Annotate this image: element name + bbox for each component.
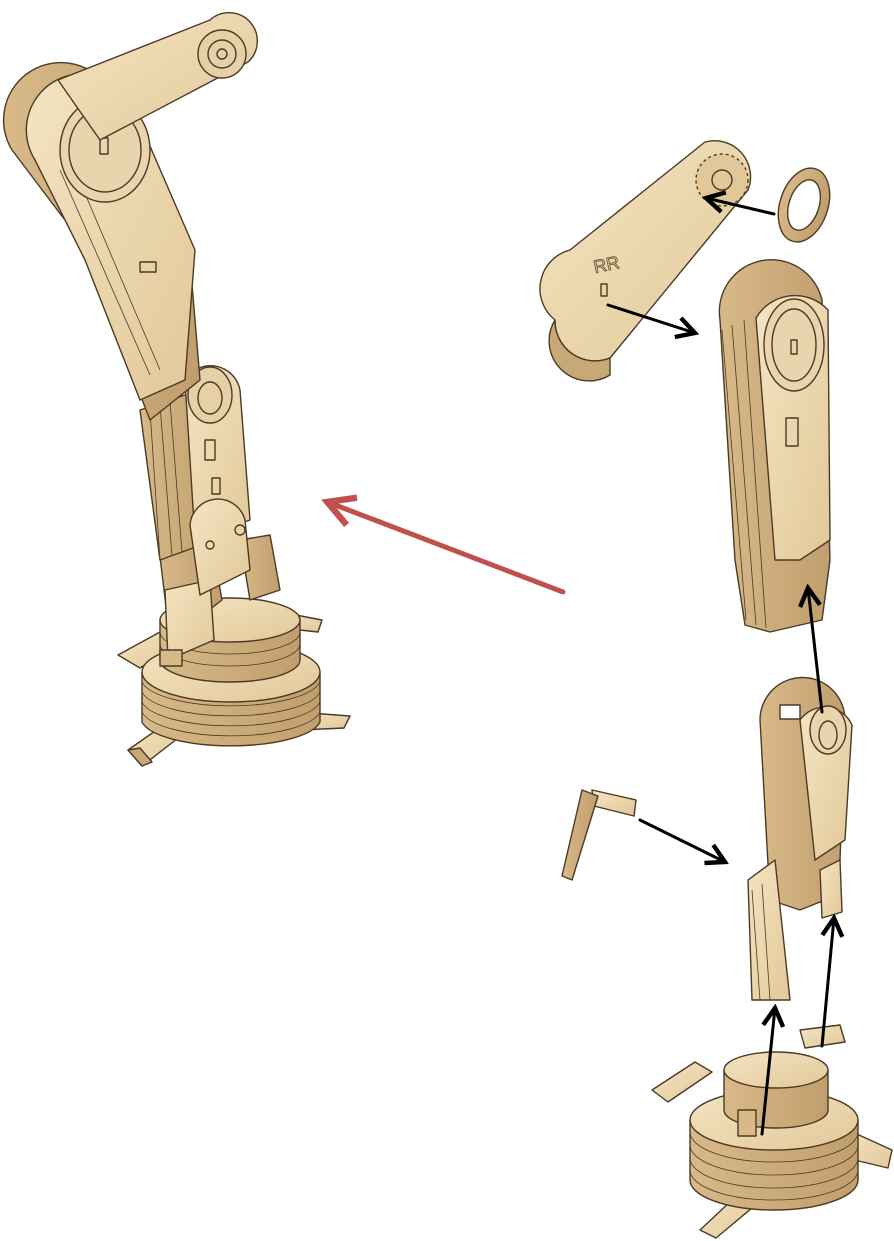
part-base <box>652 1025 892 1238</box>
part-lower-arm <box>748 678 852 1000</box>
assembled-arm <box>4 13 350 766</box>
exploded-parts: RR <box>540 141 892 1238</box>
part-upper-arm <box>719 260 830 632</box>
arrow-pin-to-lower-arm <box>640 820 725 862</box>
assembly-arrow <box>330 503 563 592</box>
assembled-elbow-joint <box>185 366 250 595</box>
part-l-pin <box>562 790 636 880</box>
part-shoulder-plate: RR <box>540 141 751 381</box>
assembled-shoulder-plate <box>58 13 257 140</box>
part-washer-ring <box>769 161 838 248</box>
